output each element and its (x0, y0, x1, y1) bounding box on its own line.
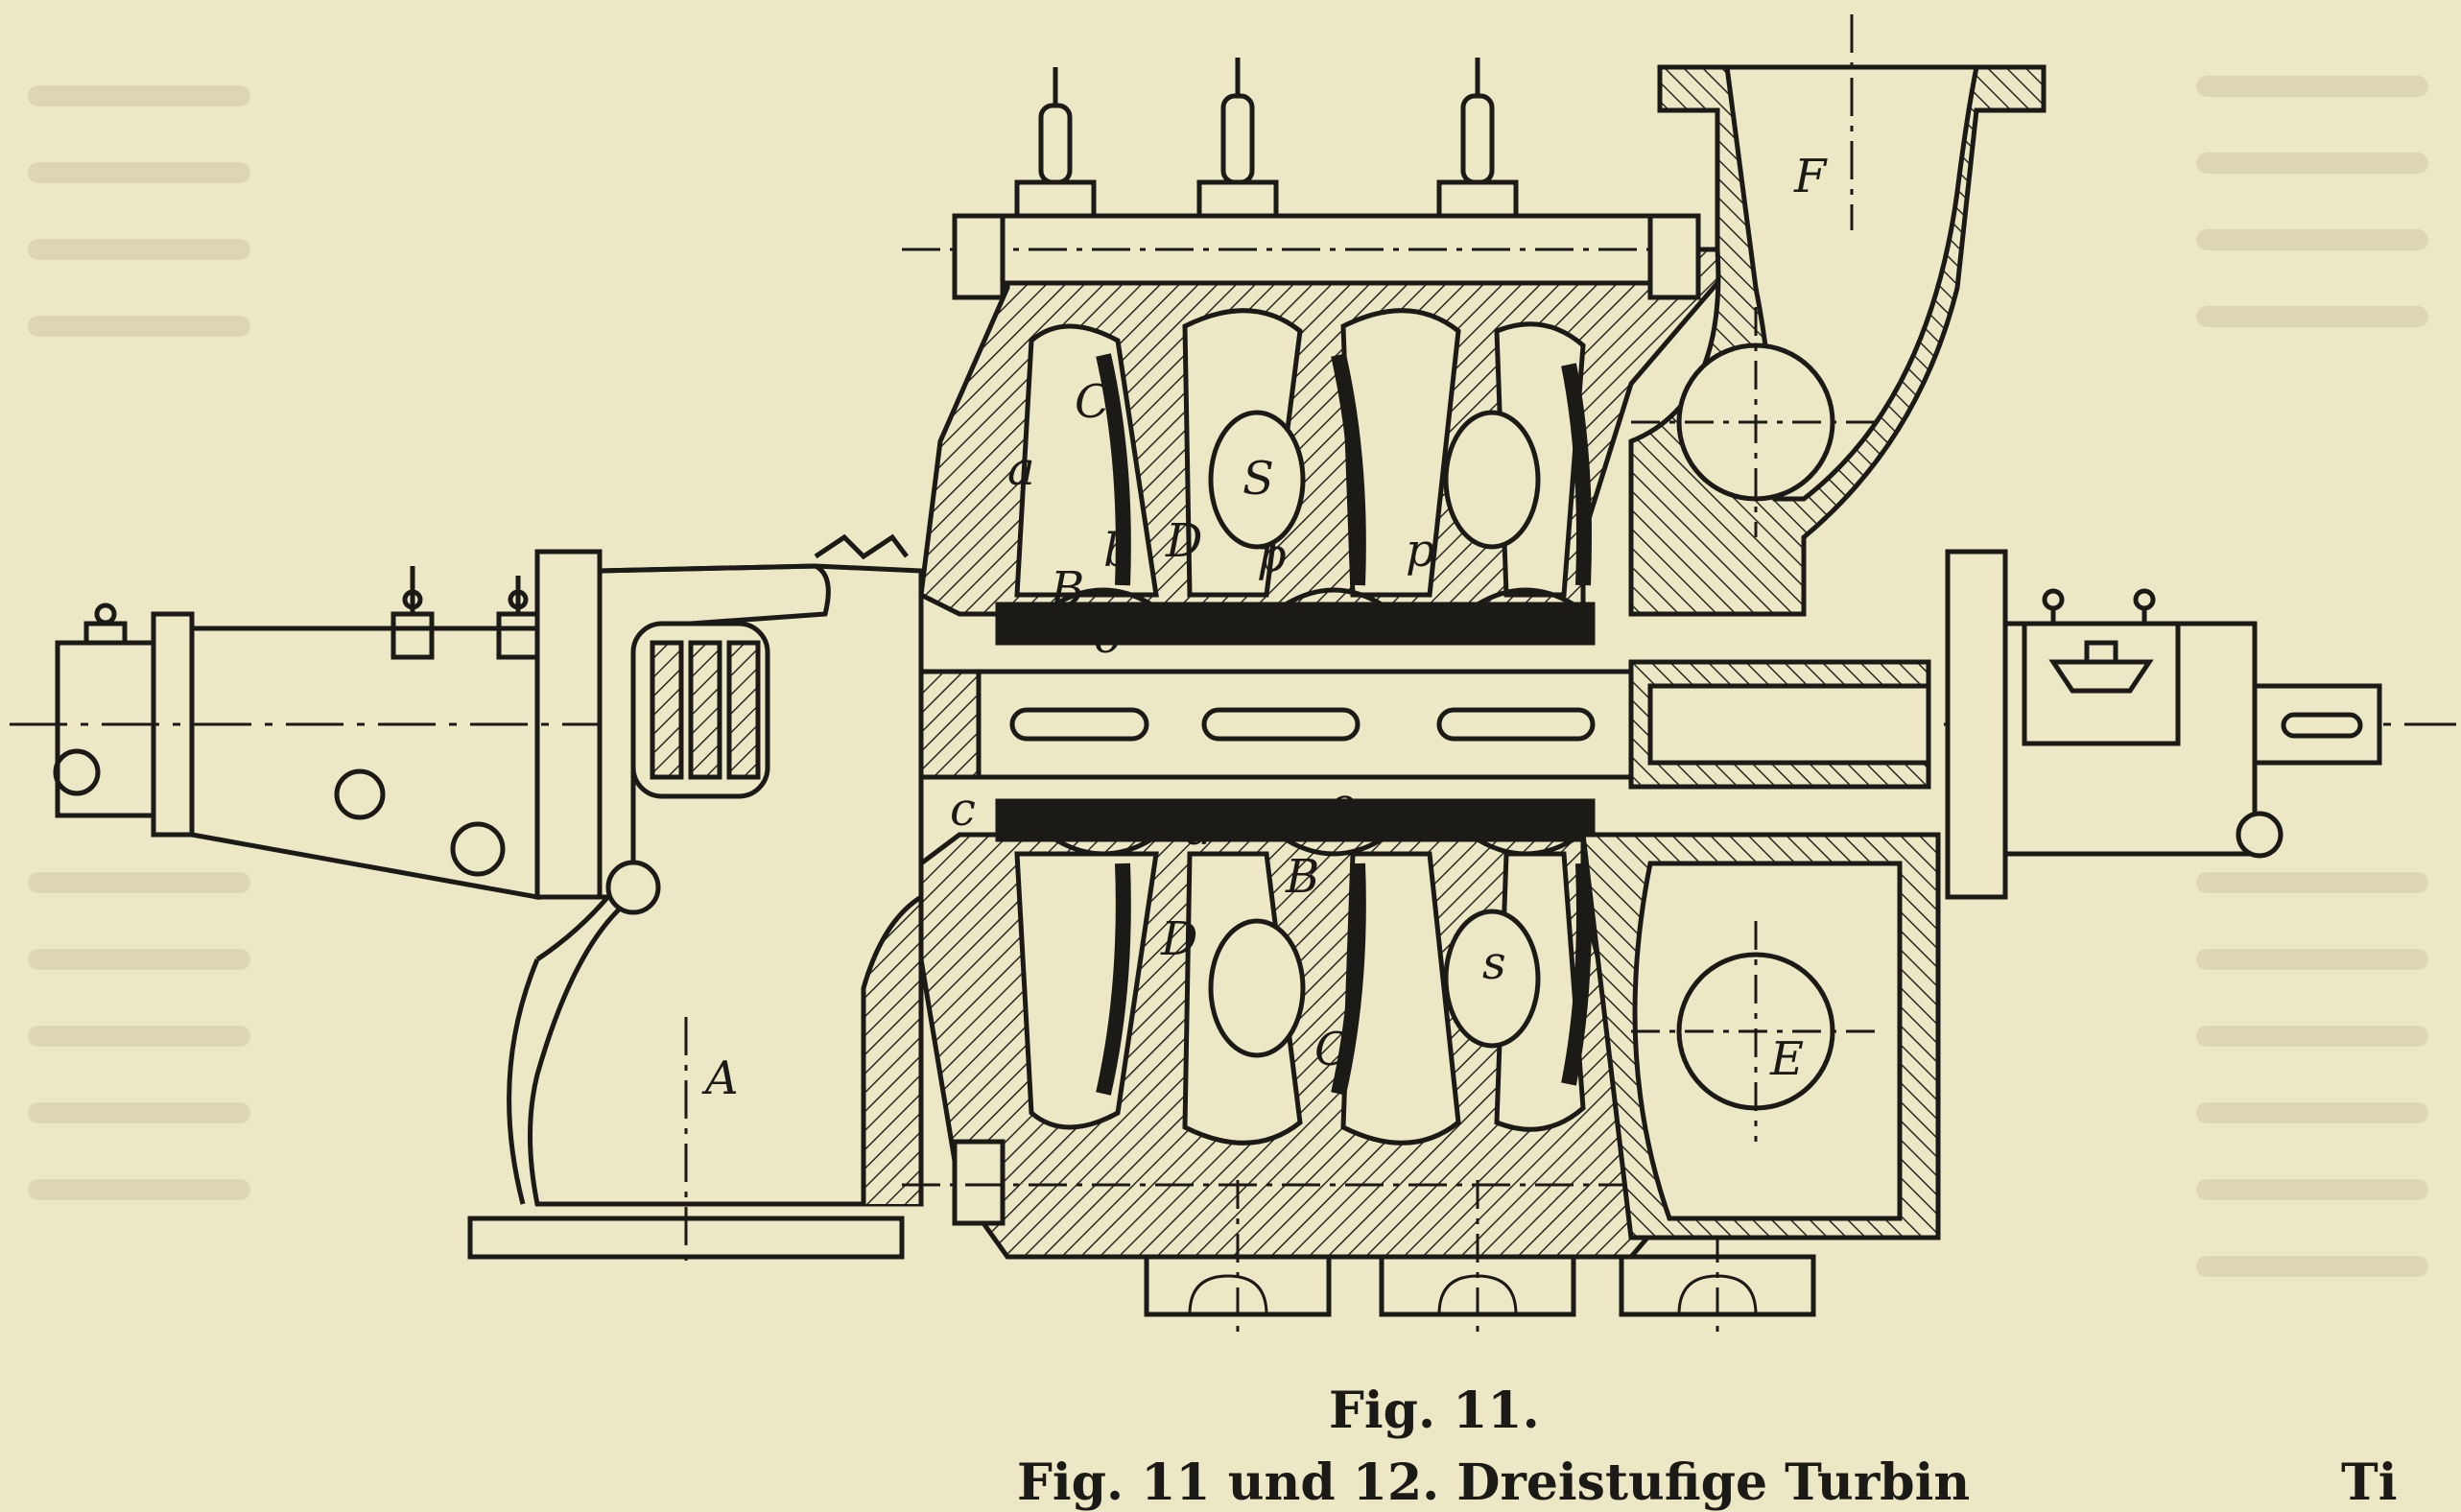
label-o-bottom: o (1329, 778, 1357, 832)
label-C-bottom: C (1314, 1023, 1350, 1076)
label-D-top: D (1165, 514, 1202, 568)
label-C-top: C (1075, 375, 1110, 429)
label-s-bottom: s (1482, 936, 1506, 990)
right-bearing-housing (1945, 549, 2382, 900)
pump-shaft (918, 659, 1931, 790)
running-caption: Fig. 11 und 12. Dreistufige Turbin (1017, 1453, 1971, 1512)
bleed-through-text (28, 76, 2428, 1277)
label-S-top: S (1242, 452, 1274, 506)
label-c-bottom: c (950, 783, 976, 837)
label-r: r (1185, 586, 1210, 640)
label-A: A (701, 1051, 739, 1105)
pump-casing (918, 213, 1752, 1260)
label-b: b (1103, 524, 1133, 578)
corner-text: Ti (2341, 1453, 2398, 1512)
figure-caption: Fig. 11. (1329, 1382, 1540, 1440)
part-labels: F A E C C a b B B o o D D r d c S s p p (701, 150, 1828, 1105)
label-p-1: p (1257, 529, 1287, 582)
label-B-bottom: B (1285, 850, 1319, 904)
discharge-casing (1580, 14, 2047, 1240)
label-a: a (1007, 442, 1035, 496)
label-p-2: p (1406, 524, 1435, 578)
label-o-top: o (1094, 610, 1122, 664)
label-F: F (1793, 150, 1828, 203)
pump-section-drawing: F A E C C a b B B o o D D r d c S s p p (10, 14, 2456, 1334)
left-bearing-housing (53, 549, 603, 900)
label-d: d (1185, 802, 1215, 856)
label-E: E (1769, 1032, 1804, 1086)
label-B-top: B (1050, 562, 1084, 616)
suction-pipe-A (467, 533, 924, 1266)
label-D-bottom: D (1160, 912, 1197, 966)
